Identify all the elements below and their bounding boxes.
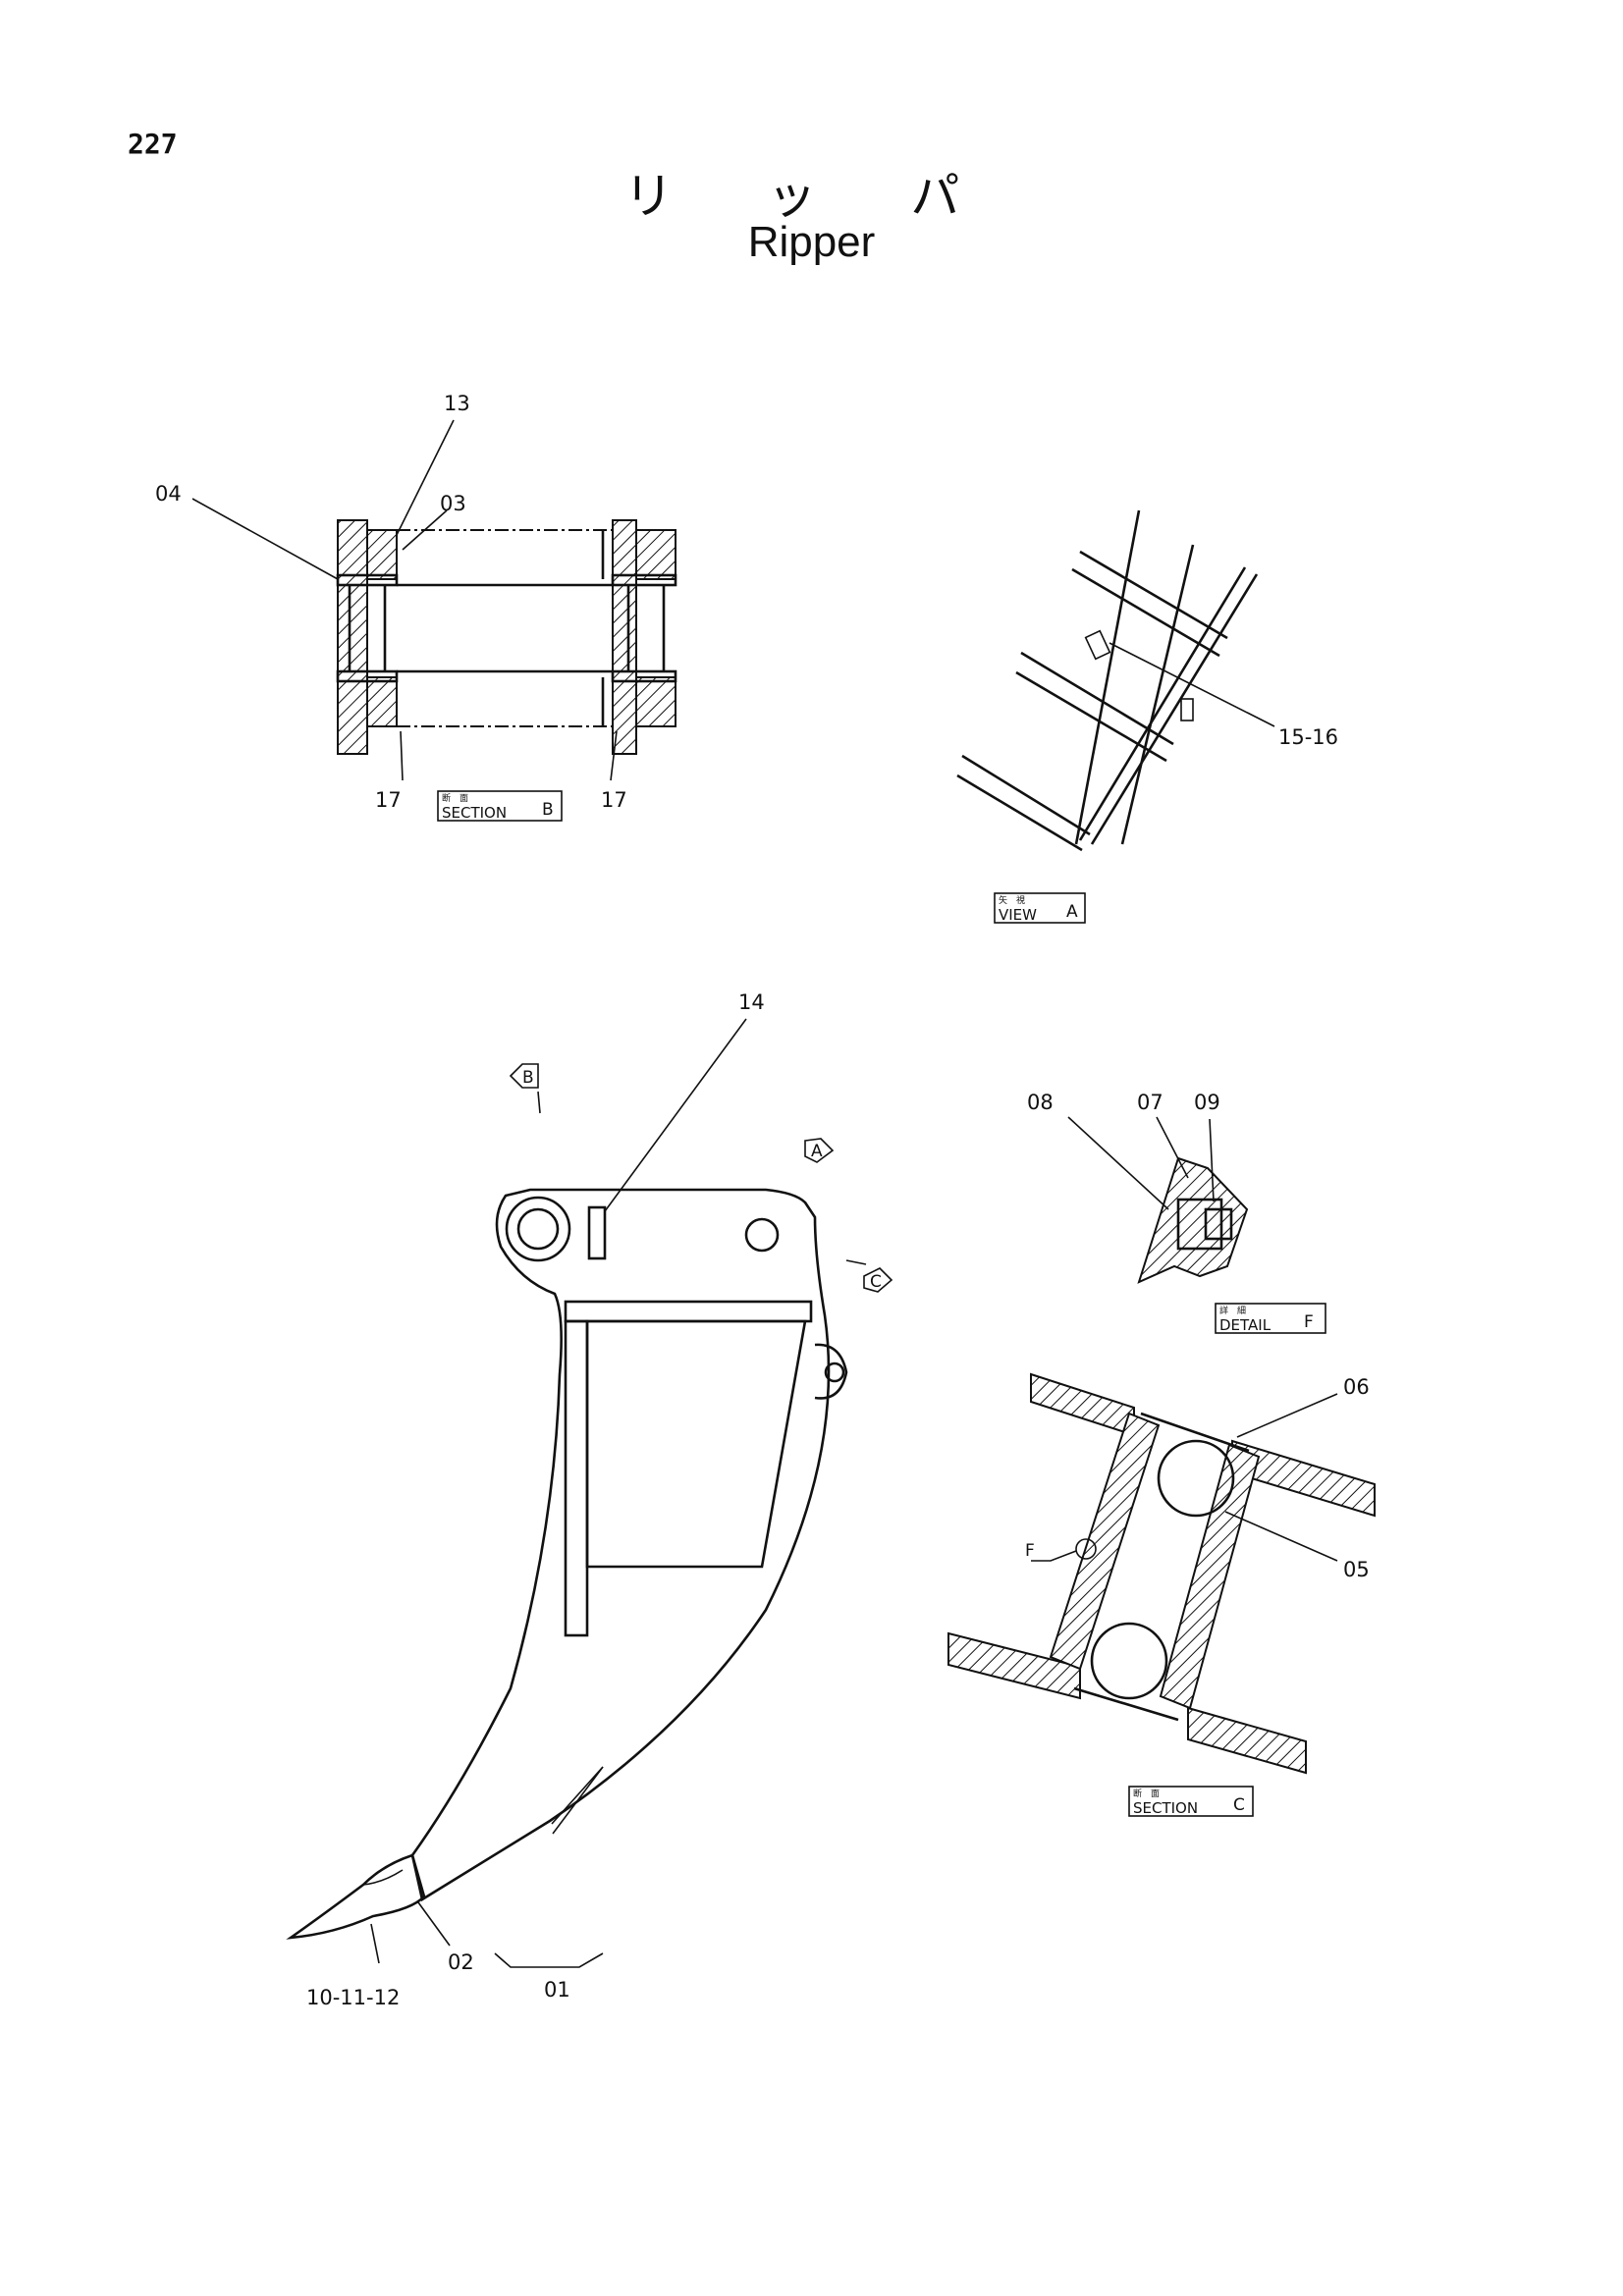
section-c-tag-en: SECTION [1133,1799,1198,1817]
section-b-tag-en: SECTION [442,804,507,822]
callout-13: 13 [444,392,470,415]
marker-f: F [1025,1541,1035,1561]
callout-02: 02 [448,1950,474,1974]
page-number: 227 [128,128,178,160]
callout-10-11-12: 10-11-12 [306,1986,400,2009]
section-c-view: F 06 05 断 面 SECTION C [947,1372,1376,1817]
callout-15-16: 15-16 [1278,725,1338,749]
view-a-tag-letter: A [1066,902,1078,922]
view-a: 15-16 矢 視 VIEW A [956,509,1338,924]
callout-07: 07 [1137,1091,1163,1114]
detail-f-tag-jp: 詳 細 [1219,1305,1246,1316]
marker-b: B [522,1068,534,1088]
marker-a: A [811,1142,823,1161]
view-a-tag-en: VIEW [999,906,1037,924]
callout-03: 03 [440,492,466,515]
ripper-main-view: 14 02 01 10-11-12 B A C [286,990,893,2009]
callout-17-right: 17 [601,788,627,812]
section-c-tag-letter: C [1233,1795,1245,1815]
section-b-tag-letter: B [542,800,554,820]
section-c-tag-jp: 断 面 [1133,1788,1160,1799]
detail-f-tag-en: DETAIL [1219,1316,1271,1334]
section-b-view: 13 04 03 17 17 断 面 SECTION B [155,392,677,822]
title-japanese: リ ッ パ [623,168,1000,225]
marker-c: C [870,1272,882,1292]
callout-01: 01 [544,1978,570,2002]
section-b-tag-jp: 断 面 [442,792,468,804]
callout-14: 14 [738,990,765,1014]
callout-06: 06 [1343,1375,1370,1399]
callout-09: 09 [1194,1091,1220,1114]
callout-17-left: 17 [375,788,402,812]
callout-05: 05 [1343,1558,1370,1581]
title-english: Ripper [747,218,876,266]
detail-f-tag-letter: F [1304,1312,1314,1332]
view-a-tag-jp: 矢 視 [999,894,1025,906]
callout-04: 04 [155,482,182,506]
callout-08: 08 [1027,1091,1054,1114]
detail-f-view: 08 07 09 詳 細 DETAIL F [1027,1091,1326,1334]
